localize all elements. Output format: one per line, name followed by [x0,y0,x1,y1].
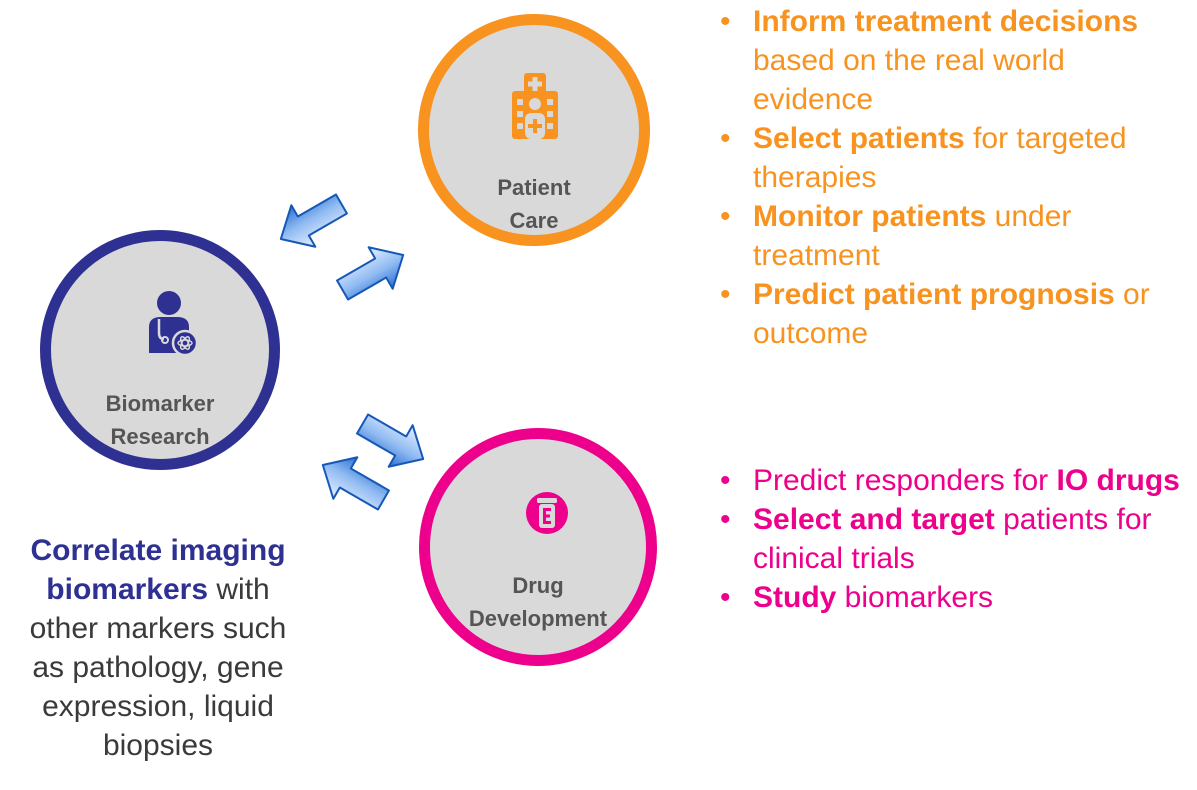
list-item: Study biomarkers [708,578,1197,617]
arrow-to-biomarker-from-drug [321,456,390,511]
list-item: Select patients for targeted therapies [708,119,1188,197]
drug-development-label: Drug Development [468,573,608,631]
biomarker-research-label: Biomarker Research [105,391,215,449]
list-item: Predict patient prognosis or outcome [708,275,1188,353]
biomarker-research-node: Biomarker Research [40,230,280,470]
drug-development-node: Drug Development [419,428,657,666]
description-bold: biomarkers [46,573,209,606]
list-item: Predict responders for IO drugs [708,461,1197,500]
patient-care-label: Patient Care [497,175,571,233]
patient-care-node: Patient Care [418,14,650,246]
drug-development-bullet-list: Predict responders for IO drugs Select a… [708,461,1197,617]
list-item: Inform treatment decisions based on the … [708,2,1188,119]
list-item: Monitor patients under treatment [708,197,1188,275]
patient-care-bullet-list: Inform treatment decisions based on the … [708,2,1188,353]
list-item: Select and target patients for clinical … [708,500,1197,578]
description-bold: Correlate imaging [30,534,286,567]
pill-bottle-icon [526,492,568,534]
arrow-to-care-from-biomarker [336,246,405,301]
arrow-to-drug-from-biomarker [356,413,425,468]
hospital-icon [512,73,558,139]
arrow-to-biomarker-from-care [279,193,348,248]
biomarker-research-description: Correlate imaging biomarkers with other … [29,534,287,762]
doctor-icon [149,291,197,355]
